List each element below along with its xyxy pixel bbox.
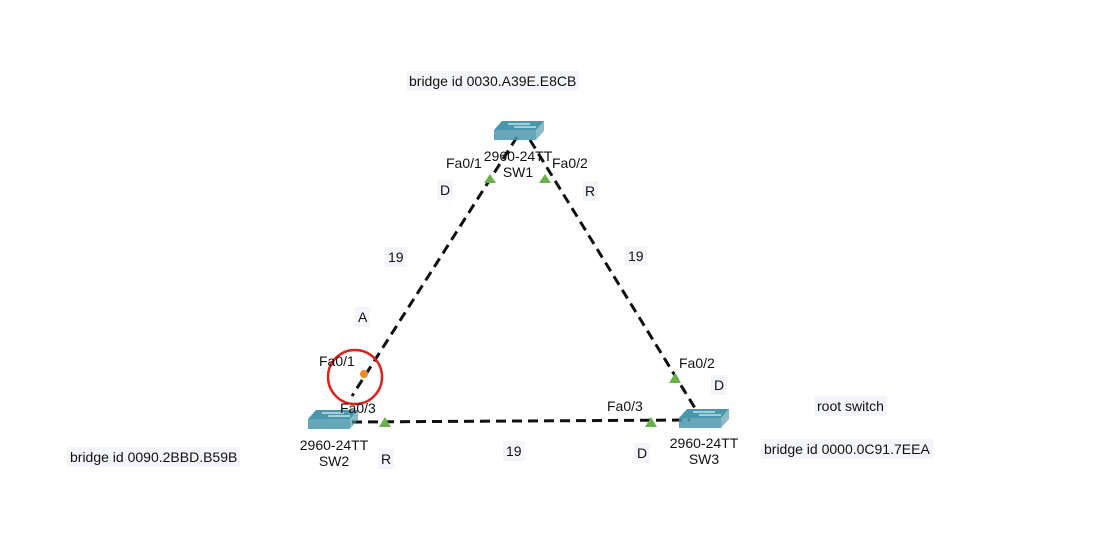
switch-icon[interactable]: [308, 410, 358, 429]
switch-icon[interactable]: [679, 409, 729, 428]
sw3-bridge-id: bridge id 0000.0C91.7EEA: [761, 439, 933, 459]
sw3-name: SW3: [688, 451, 720, 467]
sw3-model: 2960-24TT: [669, 435, 739, 451]
sw1-port-fa0-2: Fa0/2: [552, 155, 588, 171]
sw1-port-fa0-1: Fa0/1: [446, 155, 482, 171]
switch-icon[interactable]: [494, 121, 544, 140]
port-light-sw2-fa0-1: [360, 370, 368, 378]
link-sw2-sw3-cost: 19: [503, 441, 525, 461]
sw1-model: 2960-24TT: [483, 148, 553, 164]
sw2-model: 2960-24TT: [299, 437, 369, 453]
port-light-sw3-fa0-2: [669, 373, 681, 383]
sw1-fa0-1-role: D: [437, 180, 454, 200]
sw2-device-label[interactable]: 2960-24TT SW2: [300, 437, 368, 469]
sw1-bridge-id: bridge id 0030.A39E.E8CB: [406, 71, 580, 91]
sw3-device-label[interactable]: 2960-24TT SW3: [670, 435, 738, 467]
link-sw1-sw3-cost: 19: [625, 246, 647, 266]
link-sw2-sw3[interactable]: [351, 418, 691, 424]
port-light-sw1-fa0-2: [539, 174, 551, 183]
sw3-port-fa0-2: Fa0/2: [679, 355, 715, 371]
sw1-name: SW1: [502, 164, 534, 180]
port-light-sw1-fa0-1: [484, 174, 496, 183]
sw1-device-label[interactable]: 2960-24TT SW1: [484, 148, 552, 180]
port-light-sw3-fa0-3: [645, 417, 657, 427]
blocked-port-highlight-circle: [326, 348, 384, 406]
link-sw1-sw2-cost: 19: [385, 247, 407, 267]
sw2-port-fa0-1: Fa0/1: [319, 353, 355, 369]
link-sw1-sw3[interactable]: [528, 139, 700, 414]
sw3-fa0-2-role: D: [711, 375, 728, 395]
port-lights-layer: [326, 174, 681, 427]
sw2-bridge-id: bridge id 0090.2BBD.B59B: [67, 447, 241, 467]
sw3-port-fa0-3: Fa0/3: [607, 398, 643, 414]
sw2-port-fa0-3: Fa0/3: [340, 400, 376, 416]
sw3-root-switch-note: root switch: [814, 396, 887, 416]
sw2-fa0-1-role: A: [355, 307, 371, 327]
sw2-name: SW2: [318, 453, 350, 469]
port-light-sw2-fa0-3: [379, 417, 391, 427]
sw3-fa0-3-role: D: [634, 443, 651, 463]
sw2-fa0-3-role: R: [378, 449, 395, 469]
sw1-fa0-2-role: R: [582, 181, 599, 201]
